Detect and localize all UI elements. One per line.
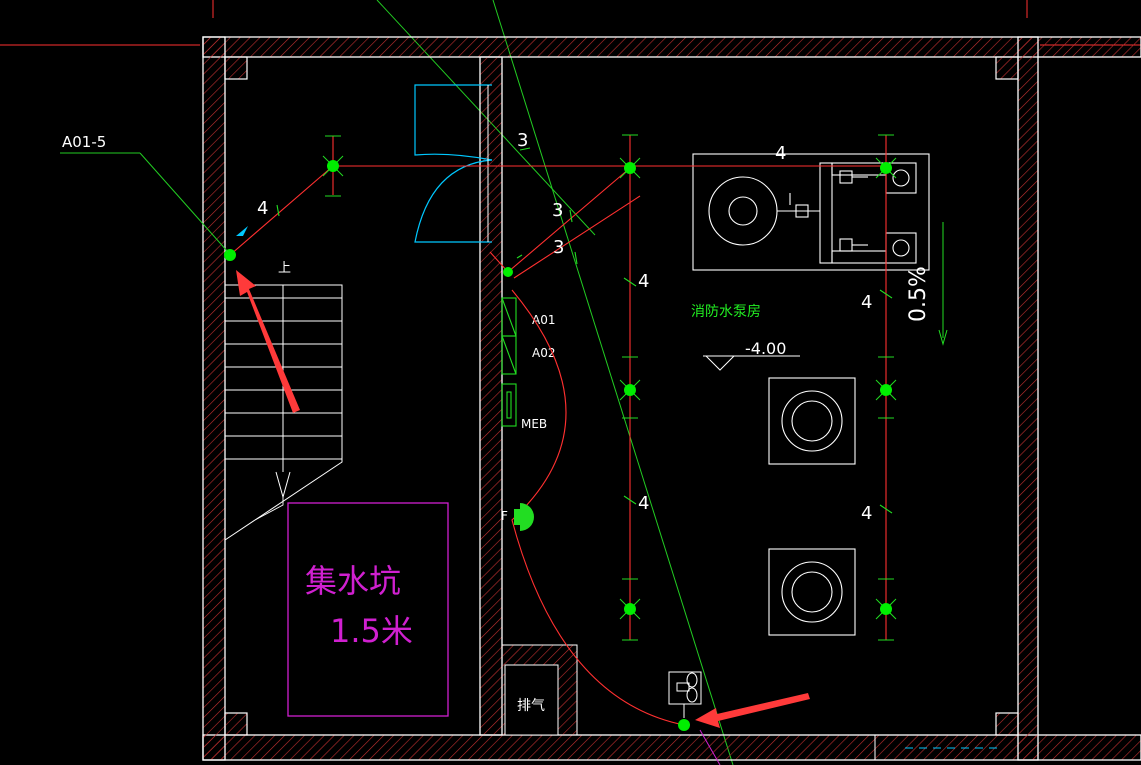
fan-icon (668, 671, 702, 718)
distribution-panels (501, 297, 517, 427)
wire-ticks (276, 147, 893, 514)
wire-count-3b: 3 (552, 200, 563, 221)
circuit-leader (60, 152, 229, 253)
wiring-runs (229, 135, 887, 726)
meb-label: MEB (521, 417, 547, 431)
sump-pit-name: 集水坑 (305, 562, 401, 600)
fire-alarm-icon (514, 503, 534, 531)
wire-count-4a: 4 (257, 198, 268, 219)
annotation-arrow-icon (236, 270, 300, 413)
light-fixture-icon (503, 267, 513, 277)
wire-count-4b: 4 (775, 143, 786, 164)
wire-count-4e: 4 (861, 292, 872, 313)
annotation-arrow-icon (695, 693, 810, 728)
light-fixture-icon (875, 356, 897, 419)
light-fixture-icon (678, 719, 690, 731)
sump-pit (287, 502, 449, 717)
elevation-value: -4.00 (745, 339, 786, 358)
slope-arrow (938, 222, 948, 346)
wire-count-labels: 3 3 3 4 4 4 4 4 4 (257, 130, 872, 524)
pump-base-1 (768, 377, 856, 465)
panel-a01-label: A01 (532, 313, 555, 327)
wire-count-4f: 4 (861, 503, 872, 524)
fire-device-label: F (501, 509, 508, 523)
exhaust-shaft (501, 644, 578, 736)
wire-count-4d: 4 (638, 493, 649, 514)
stair-up-label: 上 (278, 261, 291, 276)
light-fixture-icon (875, 578, 897, 641)
light-fixture-icon (619, 578, 641, 641)
sump-pit-depth: 1.5米 (330, 612, 413, 650)
slope-label: 0.5% (906, 266, 931, 322)
fan-leader (699, 729, 721, 765)
direction-marker (236, 226, 248, 236)
staircase (224, 284, 343, 541)
light-fixture-icon (619, 134, 641, 179)
room-name: 消防水泵房 (691, 304, 761, 320)
exhaust-label: 排气 (517, 698, 545, 714)
wire-count-3a: 3 (517, 130, 528, 151)
circuit-ref-label: A01-5 (62, 133, 106, 151)
elevation-symbol (703, 355, 800, 371)
wire-count-3c: 3 (553, 237, 564, 258)
panel-a02-label: A02 (532, 346, 555, 360)
light-fixture-icon (875, 134, 897, 179)
light-fixture-icon (322, 135, 344, 197)
fire-pump-unit (692, 153, 930, 271)
light-fixtures (224, 134, 897, 731)
light-fixture-icon (619, 356, 641, 419)
building-walls (202, 36, 1141, 761)
light-fixture-icon (224, 249, 236, 261)
wire-count-4c: 4 (638, 271, 649, 292)
pump-base-2 (768, 548, 856, 636)
door-swing (414, 84, 493, 243)
